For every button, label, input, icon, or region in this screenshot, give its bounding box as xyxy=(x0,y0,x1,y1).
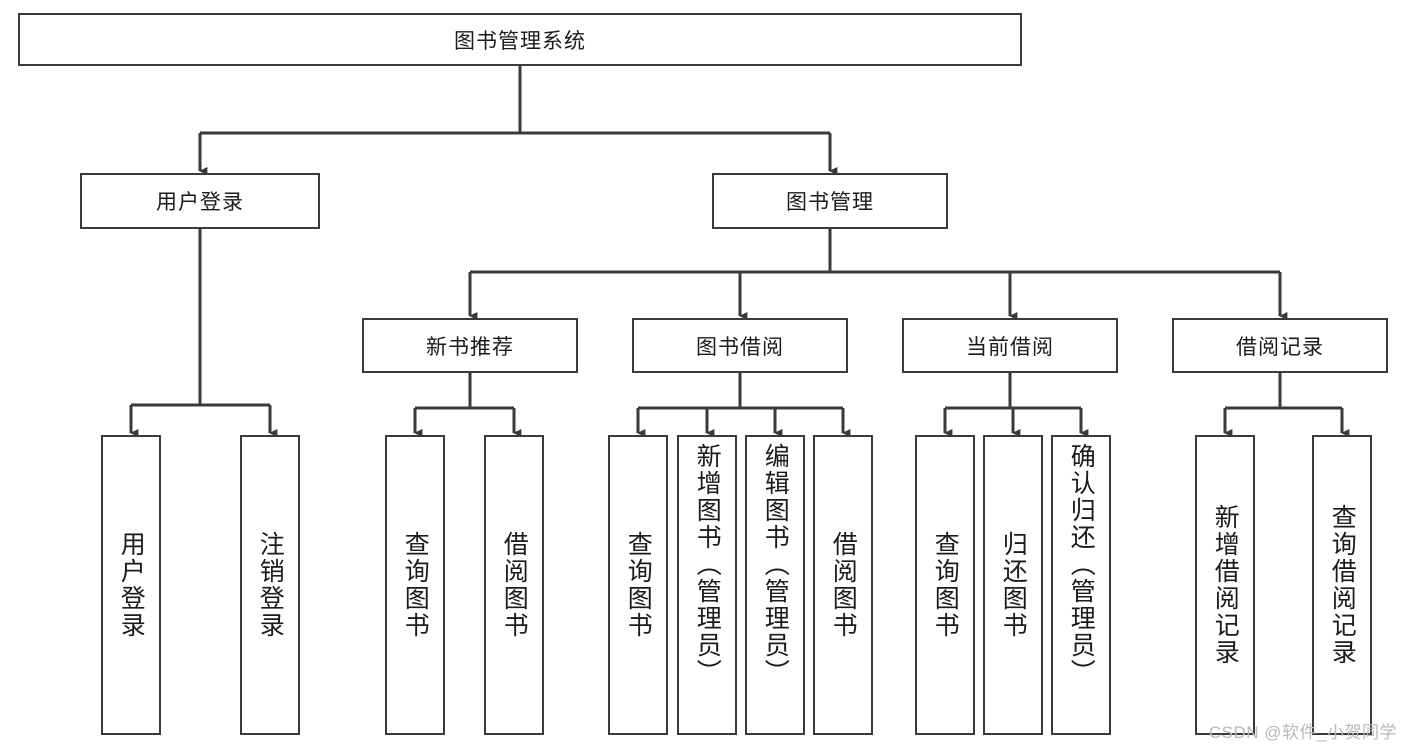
node-leaf-new-query[interactable]: 查询图书 xyxy=(385,435,445,735)
node-label: 新书推荐 xyxy=(426,335,514,359)
node-label: 注销登录 xyxy=(256,531,285,639)
node-leaf-current-return[interactable]: 归还图书 xyxy=(983,435,1043,735)
node-label: 用户登录 xyxy=(117,531,146,639)
node-leaf-record-add[interactable]: 新增借阅记录 xyxy=(1195,435,1255,735)
node-newbook[interactable]: 新书推荐 xyxy=(362,318,578,373)
node-label: 查询图书 xyxy=(401,531,430,639)
node-leaf-borrow-add[interactable]: 新增图书（管理员） xyxy=(677,435,737,735)
node-label: 借阅图书 xyxy=(500,531,529,639)
node-label: 新增借阅记录 xyxy=(1211,504,1240,666)
node-leaf-current-query[interactable]: 查询图书 xyxy=(915,435,975,735)
node-label: 借阅图书 xyxy=(829,531,858,639)
node-label: 查询图书 xyxy=(624,531,653,639)
node-label: 查询图书 xyxy=(931,531,960,639)
node-label: 确认归还（管理员） xyxy=(1067,443,1096,686)
node-leaf-borrow-lend[interactable]: 借阅图书 xyxy=(813,435,873,735)
node-label: 新增图书（管理员） xyxy=(693,443,722,686)
node-label: 归还图书 xyxy=(999,531,1028,639)
node-login[interactable]: 用户登录 xyxy=(80,173,320,229)
node-leaf-user-logout[interactable]: 注销登录 xyxy=(240,435,300,735)
node-leaf-record-query[interactable]: 查询借阅记录 xyxy=(1312,435,1372,735)
node-label: 图书管理 xyxy=(786,191,874,214)
node-leaf-borrow-edit[interactable]: 编辑图书（管理员） xyxy=(745,435,805,735)
node-leaf-borrow-query[interactable]: 查询图书 xyxy=(608,435,668,735)
node-leaf-new-borrow[interactable]: 借阅图书 xyxy=(484,435,544,735)
node-bookmgmt[interactable]: 图书管理 xyxy=(712,173,948,229)
node-label: 图书借阅 xyxy=(696,335,784,359)
node-label: 当前借阅 xyxy=(966,335,1054,359)
node-label: 查询借阅记录 xyxy=(1328,504,1357,666)
node-label: 编辑图书（管理员） xyxy=(761,443,790,686)
node-leaf-current-confirm[interactable]: 确认归还（管理员） xyxy=(1051,435,1111,735)
node-label: 借阅记录 xyxy=(1236,335,1324,359)
node-label: 用户登录 xyxy=(156,191,244,214)
node-current[interactable]: 当前借阅 xyxy=(902,318,1118,373)
node-borrow[interactable]: 图书借阅 xyxy=(632,318,848,373)
node-root[interactable]: 图书管理系统 xyxy=(18,13,1022,66)
node-label: 图书管理系统 xyxy=(454,29,586,53)
node-leaf-user-login[interactable]: 用户登录 xyxy=(101,435,161,735)
node-record[interactable]: 借阅记录 xyxy=(1172,318,1388,373)
